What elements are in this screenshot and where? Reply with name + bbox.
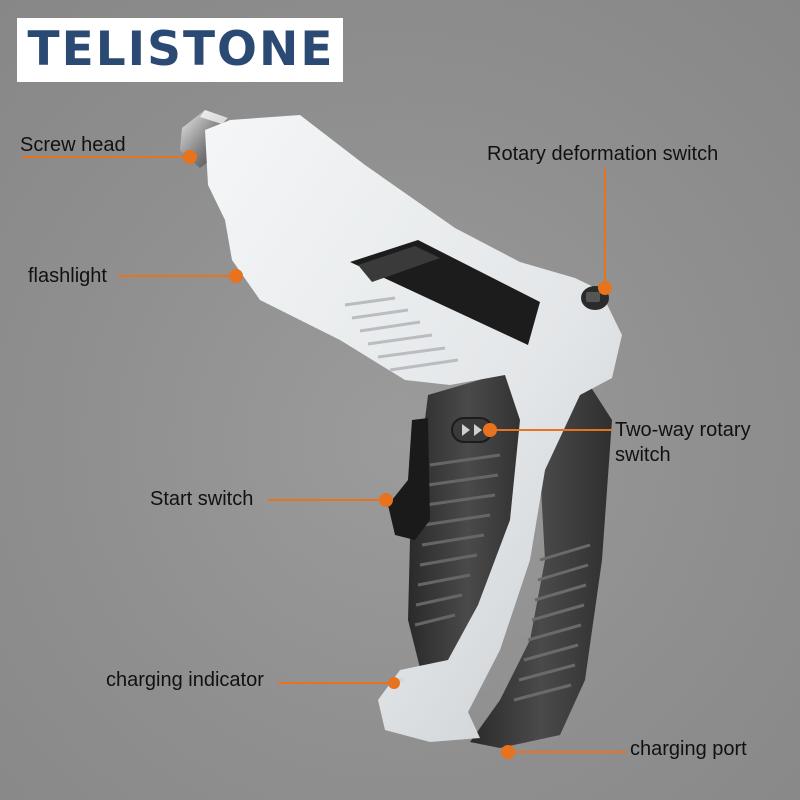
label-charging-port: charging port — [630, 738, 747, 760]
flashlight-dot — [229, 269, 243, 283]
label-two-way-rotary-line2: switch — [615, 444, 671, 466]
label-charging-indicator: charging indicator — [106, 669, 264, 691]
start-switch-dot — [379, 493, 393, 507]
label-rotary-deformation-switch: Rotary deformation switch — [487, 143, 719, 165]
main-body — [205, 115, 622, 742]
brand-name: TELISTONE — [27, 22, 335, 77]
rotary-deformation-dot — [598, 281, 612, 295]
screw-head-dot — [183, 150, 197, 164]
body-ribs — [344, 296, 459, 372]
rear-grip-ribs — [513, 543, 591, 702]
charging-indicator-dot — [388, 677, 400, 689]
charging-port-dot — [501, 745, 515, 759]
trigger — [388, 418, 430, 540]
label-two-way-rotary-line1: Two-way rotary — [615, 419, 751, 441]
label-start-switch: Start switch — [150, 488, 254, 510]
brand-logo: TELISTONE — [17, 18, 343, 82]
rear-grip — [470, 372, 612, 748]
label-flashlight: flashlight — [28, 265, 107, 287]
front-grip-ribs — [414, 453, 501, 627]
two-way-rotary-dot — [483, 423, 497, 437]
label-screw-head: Screw head — [20, 134, 126, 156]
